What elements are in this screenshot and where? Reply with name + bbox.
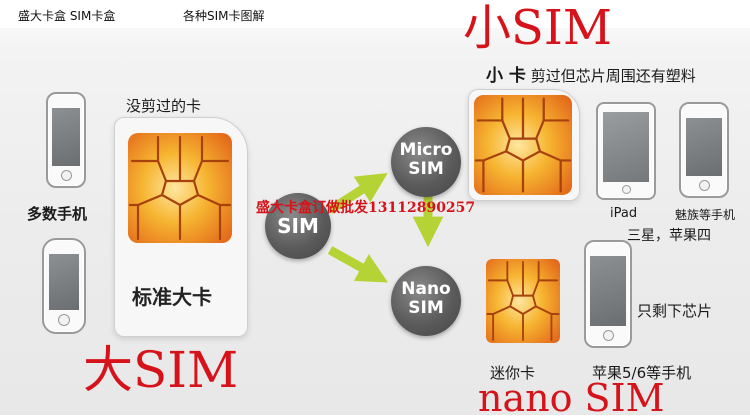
ipad-illustration: [596, 102, 656, 200]
sim-node-label: SIM: [277, 214, 319, 238]
micro-node-line1: Micro: [399, 140, 453, 160]
phone-top-illustration: [46, 92, 86, 188]
micro-node-line2: SIM: [408, 159, 444, 179]
nano-node-line2: SIM: [408, 298, 444, 318]
watermark-text: 盛大卡盒订做批发13112890257: [256, 200, 476, 216]
micro-heading-rest: 剪过但芯片周围还有塑料: [530, 67, 696, 85]
caption-right: 各种SIM卡图解: [183, 9, 265, 23]
phone-bottom-illustration: [42, 238, 86, 334]
micro-sim-node: Micro SIM: [391, 127, 461, 197]
phones-label: 多数手机: [27, 205, 88, 223]
brands-label: 三星，苹果四: [627, 228, 711, 244]
sim-chip-large: [128, 133, 232, 243]
caption-left: 盛大卡盒 SIM卡盒: [18, 9, 116, 23]
arrow-to-nano: [327, 246, 389, 283]
mini-card-label: 迷你卡: [490, 364, 536, 382]
ipad-label: iPad: [610, 206, 638, 221]
arrow-to-micro: [327, 173, 388, 214]
small-sim-title: 小SIM: [463, 0, 612, 56]
meizu-label: 魅族等手机: [675, 208, 736, 222]
apple-phones-label: 苹果5/6等手机: [592, 364, 692, 382]
big-sim-title: 大SIM: [83, 341, 239, 399]
sim-node: SIM: [265, 193, 331, 259]
nano-sim-title: nano SIM: [478, 376, 665, 420]
caption-bar: [0, 0, 750, 28]
nano-node-line1: Nano: [401, 279, 451, 299]
standard-card-caption: 没剪过的卡: [126, 97, 202, 115]
standard-card-label: 标准大卡: [132, 285, 212, 309]
iphone-illustration: [584, 240, 632, 348]
micro-heading: 小 卡 剪过但芯片周围还有塑料: [486, 61, 696, 86]
sim-chip-nano: [486, 259, 560, 343]
sim-chip-micro: [474, 95, 572, 195]
micro-heading-bold: 小 卡: [486, 66, 526, 86]
chip-only-label: 只剩下芯片: [637, 302, 713, 320]
nano-sim-node: Nano SIM: [391, 266, 461, 336]
meizu-phone-illustration: [679, 102, 729, 198]
